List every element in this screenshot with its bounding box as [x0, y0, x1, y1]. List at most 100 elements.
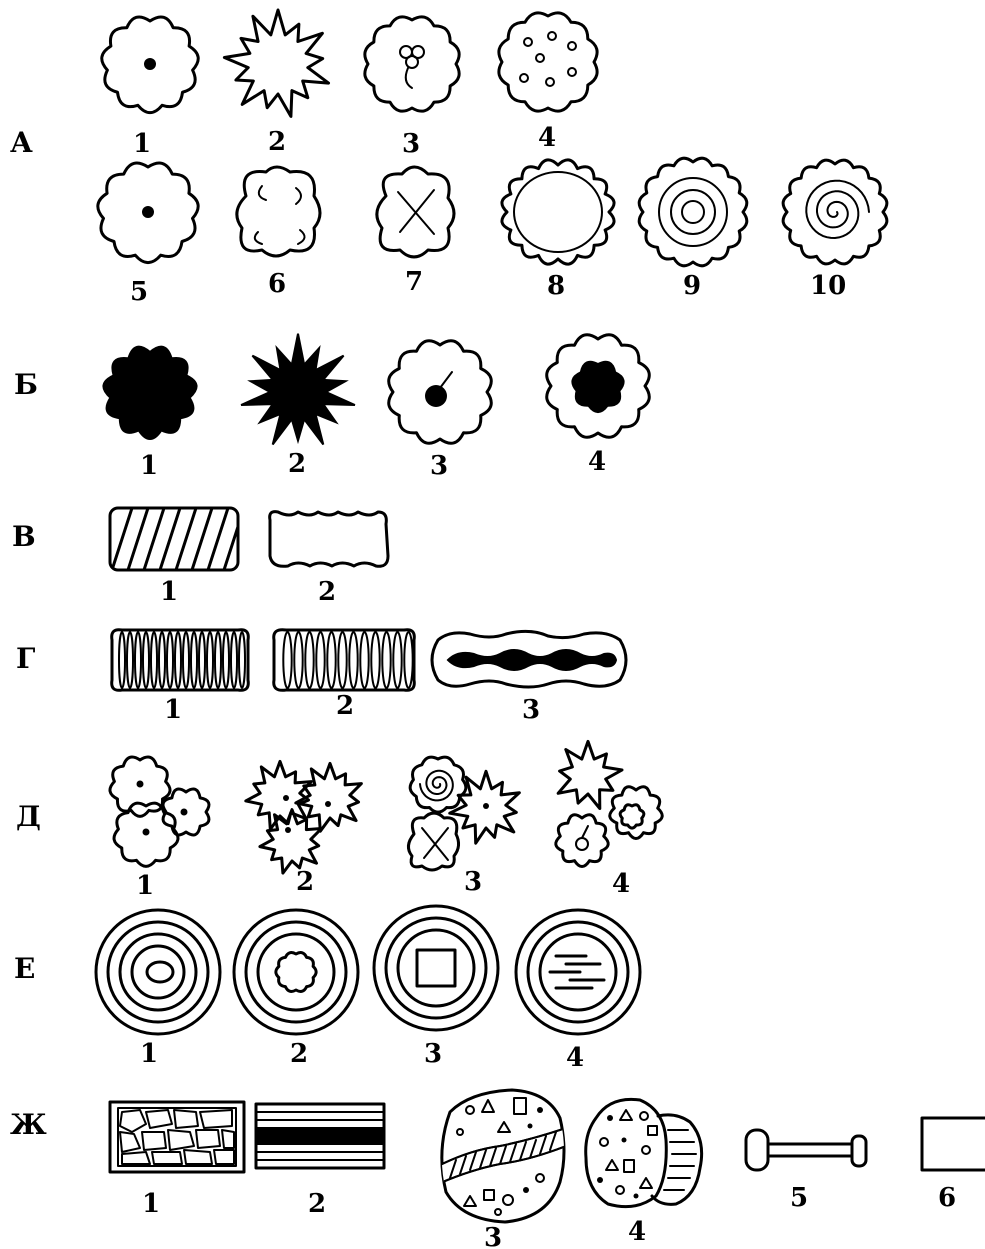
mixed-cluster-spiral-star-cross-icon — [408, 757, 519, 870]
rib-stroke — [215, 632, 221, 688]
rib-stroke — [327, 632, 335, 688]
rib-stroke — [382, 632, 390, 688]
e-num-4: 4 — [566, 1043, 584, 1073]
three-stars-cluster-icon — [246, 761, 362, 873]
scalloped-blob-dot-icon — [102, 17, 198, 113]
rib-stroke — [143, 632, 149, 688]
v-num-1: 1 — [160, 577, 178, 607]
rib-stroke — [239, 632, 245, 688]
vertical-ribbed-bar-spaced-icon — [274, 630, 415, 691]
row-g-symbols: 1 2 3 — [112, 630, 626, 725]
filled-scalloped-blob-icon — [103, 347, 196, 439]
zh-num-4: 4 — [628, 1217, 646, 1247]
e-num-1: 1 — [140, 1039, 158, 1069]
empty-rectangle-icon — [922, 1118, 985, 1170]
zh-num-3: 3 — [484, 1223, 502, 1249]
rib-stroke — [338, 632, 346, 688]
g-num-2: 2 — [336, 691, 354, 721]
scalloped-blob-flower-icon — [365, 17, 459, 111]
row-d-symbols: 1 2 3 4 — [110, 741, 662, 901]
scalloped-bar-icon — [270, 512, 388, 567]
zh-num-1: 1 — [142, 1189, 160, 1219]
rib-stroke — [159, 632, 165, 688]
scalloped-concentric-rings-icon — [639, 158, 747, 266]
a-num-9: 9 — [683, 271, 701, 301]
rib-stroke — [207, 632, 213, 688]
d-num-2: 2 — [296, 867, 314, 897]
a-num-1: 1 — [133, 129, 151, 159]
b-num-1: 1 — [140, 451, 158, 481]
b-num-4: 4 — [588, 447, 606, 477]
row-label-v: В — [12, 520, 36, 553]
scalloped-blob-filled-core-icon — [547, 335, 650, 438]
a-num-2: 2 — [268, 127, 286, 157]
four-lobed-hooks-icon — [237, 167, 320, 256]
rib-stroke — [349, 632, 357, 688]
rib-stroke — [294, 632, 302, 688]
b-num-2: 2 — [288, 449, 306, 479]
row-v-symbols: 1 2 — [110, 508, 388, 607]
rib-stroke — [393, 632, 401, 688]
four-lobed-cross-icon — [377, 167, 454, 257]
three-blobs-cluster-icon — [110, 757, 209, 866]
rib-stroke — [371, 632, 379, 688]
wavy-band-filled-core-icon — [432, 631, 626, 687]
rubble-with-hatched-band-icon — [438, 1090, 566, 1222]
concentric-rings-striped-core-icon — [516, 910, 640, 1034]
zh-num-5: 5 — [790, 1183, 808, 1213]
zh-num-6: 6 — [938, 1183, 956, 1213]
row-label-d: Д — [16, 800, 41, 833]
rib-stroke — [135, 632, 141, 688]
a-num-7: 7 — [405, 267, 423, 297]
rib-stroke — [191, 632, 197, 688]
rib-stroke — [183, 632, 189, 688]
rib-stroke — [316, 632, 324, 688]
row-zh-symbols: 1 2 3 4 5 6 — [110, 1090, 985, 1249]
a-num-6: 6 — [268, 269, 286, 299]
mixed-cluster-star-blobs-icon — [556, 741, 662, 866]
scalloped-spiral-icon — [783, 160, 887, 264]
g-num-1: 1 — [164, 695, 182, 725]
d-num-1: 1 — [136, 871, 154, 901]
row-label-g: Г — [16, 642, 35, 675]
rib-stroke — [404, 632, 412, 688]
rib-stroke — [151, 632, 157, 688]
rubble-with-hatched-lobe-icon — [586, 1099, 702, 1206]
a-num-3: 3 — [402, 129, 420, 159]
concentric-rings-square-core-icon — [374, 906, 498, 1030]
scalloped-blob-dot-icon — [98, 163, 198, 263]
row-label-zh: Ж — [10, 1108, 47, 1141]
e-num-3: 3 — [424, 1039, 442, 1069]
zh-num-2: 2 — [308, 1189, 326, 1219]
b-num-3: 3 — [430, 451, 448, 481]
rib-stroke — [199, 632, 205, 688]
row-b-symbols: 1 2 3 4 — [103, 334, 649, 481]
a-num-10: 10 — [810, 271, 846, 301]
rib-stroke — [167, 632, 173, 688]
rib-stroke — [175, 632, 181, 688]
concentric-rings-oval-core-icon — [96, 910, 220, 1034]
a-num-5: 5 — [130, 277, 148, 307]
filled-spiky-star-icon — [241, 334, 355, 445]
a-num-8: 8 — [547, 271, 565, 301]
rib-stroke — [305, 632, 313, 688]
dumbbell-icon — [746, 1130, 866, 1170]
spiky-star-icon — [224, 10, 328, 116]
d-num-4: 4 — [612, 869, 630, 899]
d-num-3: 3 — [464, 867, 482, 897]
rib-stroke — [231, 632, 237, 688]
rib-stroke — [119, 632, 125, 688]
cobblestone-rectangle-icon — [110, 1102, 244, 1172]
e-num-2: 2 — [290, 1039, 308, 1069]
row-label-a: А — [10, 126, 33, 159]
rib-stroke — [127, 632, 133, 688]
scalloped-blob-filled-dot-icon — [389, 341, 492, 444]
rib-stroke — [223, 632, 229, 688]
a-num-4: 4 — [538, 123, 556, 153]
rib-stroke — [360, 632, 368, 688]
concentric-rings-wavy-core-icon — [234, 910, 358, 1034]
scalloped-blob-small-circles-icon — [499, 13, 597, 111]
row-label-e: Е — [14, 952, 35, 985]
row-a-symbols: 1 2 3 4 — [98, 10, 887, 307]
